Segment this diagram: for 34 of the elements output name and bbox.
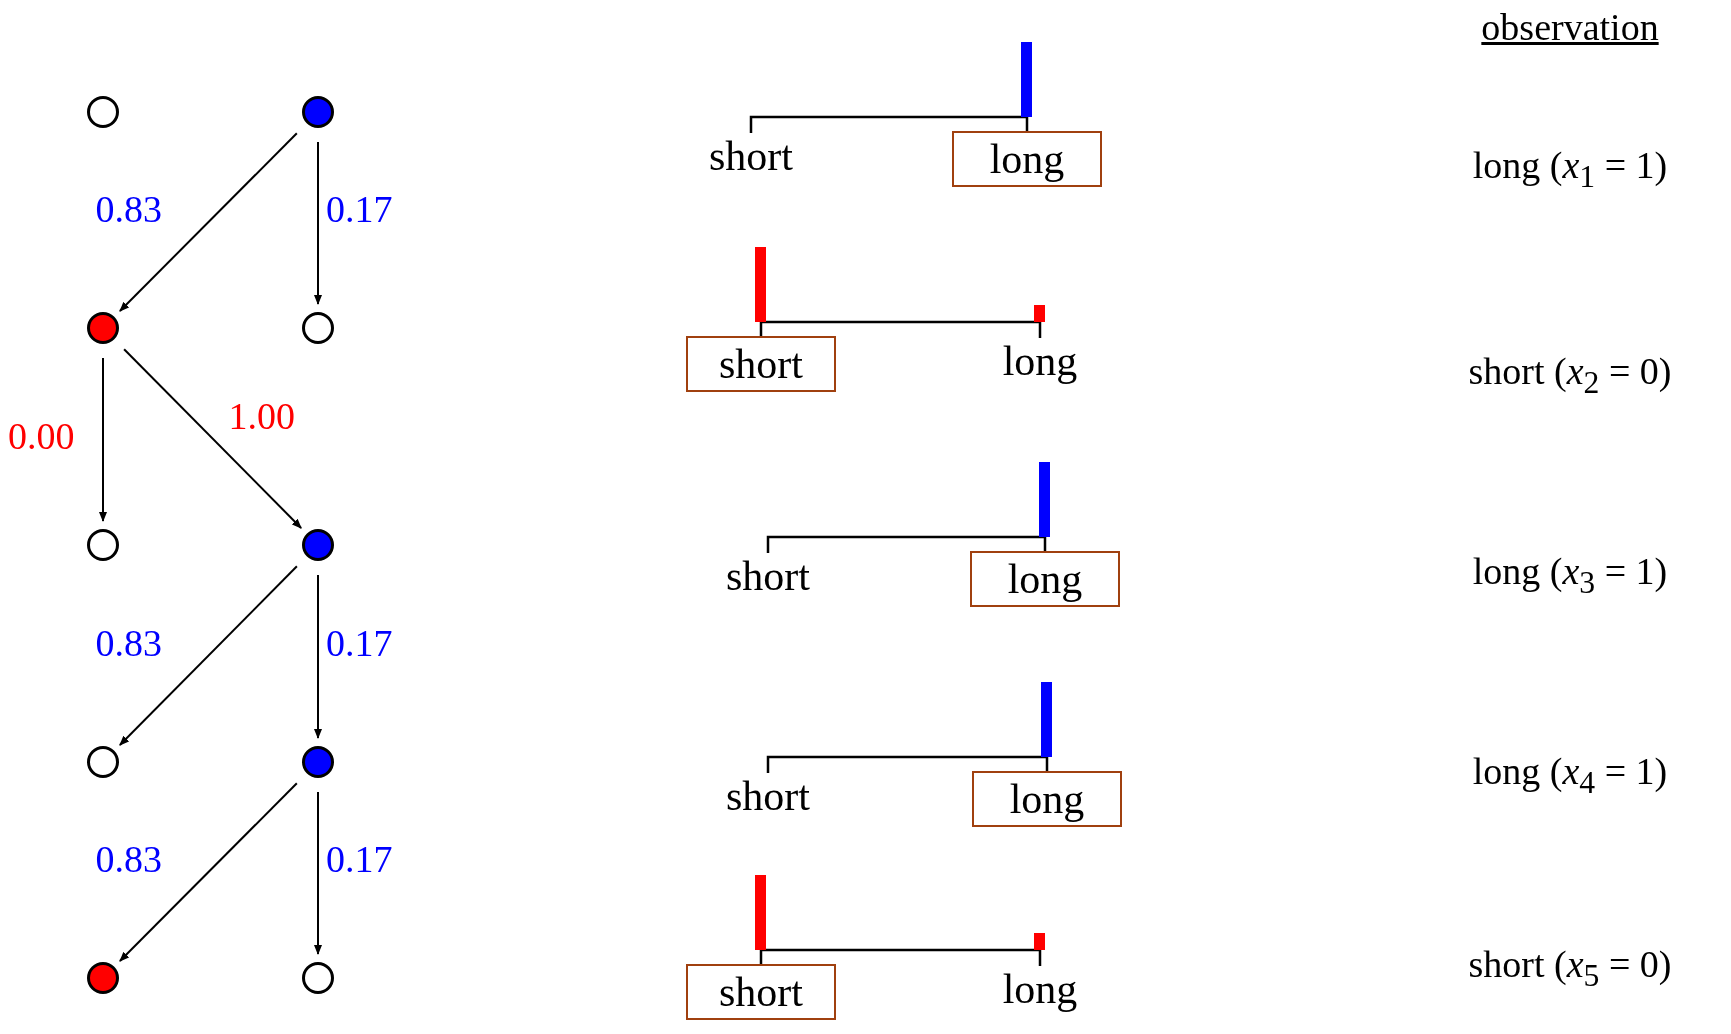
observation-label: long (x$_{3}$ = 1) <box>1472 552 1668 599</box>
category-label: long <box>1002 968 1078 1010</box>
highlighted-word: short <box>686 964 836 1020</box>
category-label: short <box>726 775 810 817</box>
highlighted-word: long <box>952 131 1102 187</box>
highlighted-word: long <box>970 551 1120 607</box>
state-circle <box>302 746 334 778</box>
state-circle <box>87 96 119 128</box>
state-circle <box>302 962 334 994</box>
state-circle <box>87 312 119 344</box>
observation-label: short (x$_{2}$ = 0) <box>1468 352 1672 399</box>
highlighted-word: long <box>972 771 1122 827</box>
category-label: short <box>726 555 810 597</box>
state-circle <box>302 96 334 128</box>
arrow <box>99 357 107 522</box>
observation-label: short (x$_{5}$ = 0) <box>1468 945 1672 992</box>
observation-label: long (x$_{4}$ = 1) <box>1472 752 1668 799</box>
state-circle <box>302 529 334 561</box>
observation-label: long (x$_{1}$ = 1) <box>1472 146 1668 193</box>
column-heading: observation <box>1481 8 1659 46</box>
arrow <box>314 141 322 305</box>
highlighted-word: short <box>686 336 836 392</box>
state-circle <box>87 746 119 778</box>
category-label: long <box>1002 340 1078 382</box>
state-circle <box>87 529 119 561</box>
state-circle <box>87 962 119 994</box>
category-label: short <box>709 135 793 177</box>
arrow <box>123 348 303 529</box>
arrow <box>118 565 298 746</box>
state-circle <box>302 312 334 344</box>
arrow <box>118 132 298 312</box>
arrow <box>118 782 298 962</box>
arrow <box>314 791 322 955</box>
arrow <box>314 574 322 739</box>
